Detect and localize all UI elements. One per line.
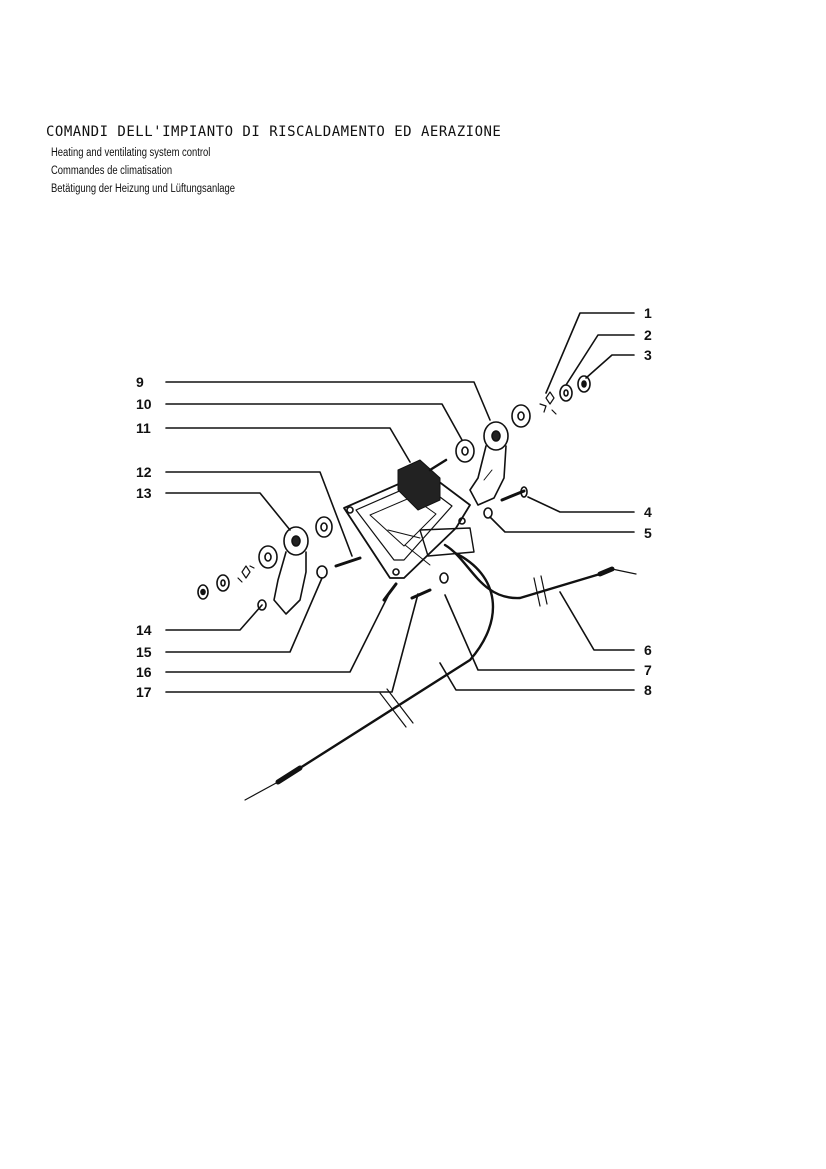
ref-11: 11 xyxy=(136,420,151,436)
page-title: COMANDI DELL'IMPIANTO DI RISCALDAMENTO E… xyxy=(46,124,502,140)
ref-14: 14 xyxy=(136,622,152,638)
subtitle-french: Commandes de climatisation xyxy=(51,165,173,177)
left-lever-group xyxy=(197,516,362,615)
ref-4: 4 xyxy=(644,504,652,520)
cable-upper xyxy=(443,543,637,607)
mounting-bracket xyxy=(343,458,475,579)
cable-lower xyxy=(244,551,495,801)
ref-3: 3 xyxy=(644,347,652,363)
ref-7: 7 xyxy=(644,662,652,678)
ref-15: 15 xyxy=(136,644,152,660)
ref-1: 1 xyxy=(644,305,652,321)
ref-12: 12 xyxy=(136,464,152,480)
leader-lines xyxy=(165,312,635,693)
ref-10: 10 xyxy=(136,396,152,412)
ref-5: 5 xyxy=(644,525,652,541)
ref-17: 17 xyxy=(136,684,152,700)
ref-6: 6 xyxy=(644,642,652,658)
subtitle-english: Heating and ventilating system control xyxy=(51,147,211,159)
ref-9: 9 xyxy=(136,374,144,390)
ref-16: 16 xyxy=(136,664,152,680)
ref-2: 2 xyxy=(644,327,652,343)
right-lever-group xyxy=(455,375,591,506)
reference-numbers: 1 2 3 4 5 6 7 8 9 10 11 12 13 14 15 16 1… xyxy=(136,305,652,700)
ref-8: 8 xyxy=(644,682,652,698)
lower-screws xyxy=(382,572,449,602)
subtitle-german: Betätigung der Heizung und Lüftungsanlag… xyxy=(51,183,236,195)
title-block: COMANDI DELL'IMPIANTO DI RISCALDAMENTO E… xyxy=(46,124,501,200)
screw-and-nut-right xyxy=(483,486,528,519)
ref-13: 13 xyxy=(136,485,152,501)
